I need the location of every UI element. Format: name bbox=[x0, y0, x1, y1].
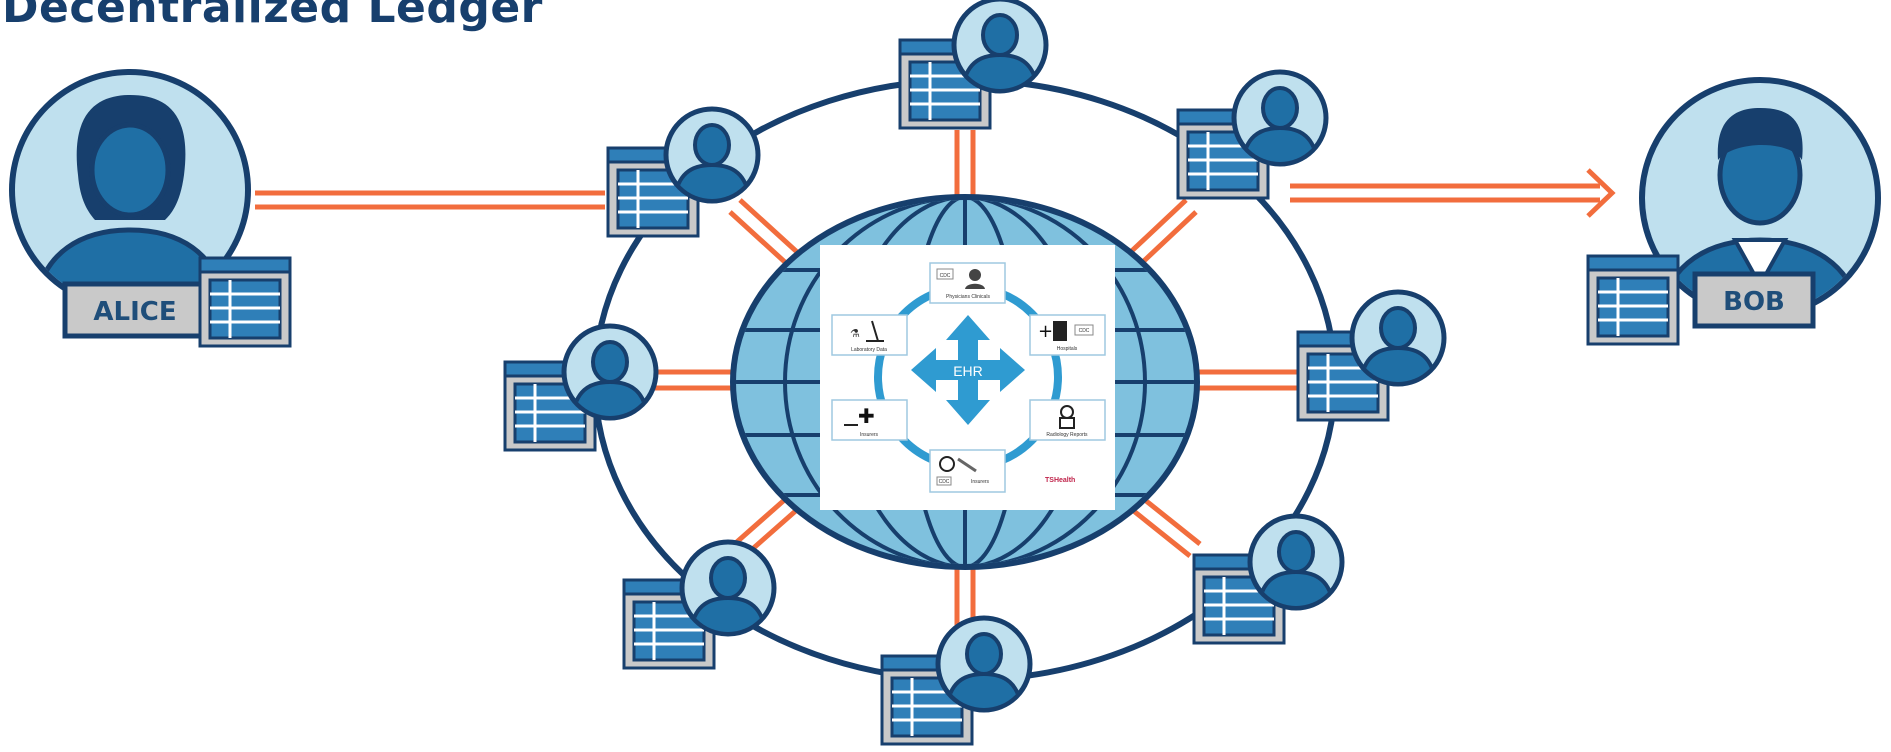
alice-label: ALICE bbox=[93, 297, 176, 327]
ledger-node-top-right bbox=[1176, 72, 1326, 200]
ehr-node-laboratory: ⚗ Laboratory Data bbox=[831, 314, 908, 356]
ehr-arrows-icon bbox=[911, 315, 1025, 425]
ehr-node-physicians: CDC Physicians Clinicals bbox=[929, 262, 1006, 304]
ehr-node-radiology-label: Radiology Reports bbox=[1046, 432, 1088, 438]
ehr-node-hospitals-tag: CDC bbox=[1079, 328, 1090, 334]
ehr-node-hospitals-label: Hospitals bbox=[1057, 346, 1078, 352]
ledger-node-left bbox=[503, 326, 656, 452]
bob-arrow bbox=[1290, 168, 1616, 218]
ehr-node-insurers-tag: CDC bbox=[939, 479, 950, 485]
ledger-node-bottom bbox=[880, 618, 1030, 746]
ledger-node-right bbox=[1296, 292, 1444, 422]
ehr-node-hospitals: + CDC Hospitals bbox=[1029, 314, 1106, 356]
ehr-node-payers-label: Insurers bbox=[860, 432, 879, 438]
ehr-node-insurers-label: Insurers bbox=[971, 479, 990, 485]
diagram-title: Decentralized Ledger bbox=[2, 0, 543, 33]
ehr-center-label: EHR bbox=[953, 363, 983, 379]
ehr-brand-logo: TSHealth bbox=[1045, 477, 1075, 484]
ehr-node-insurers: CDC Insurers bbox=[929, 449, 1006, 493]
ehr-node-physicians-tag: CDC bbox=[940, 273, 951, 279]
bob-user: BOB bbox=[1586, 77, 1881, 346]
ehr-panel: EHR CDC Physicians Clinicals + CDC Hospi… bbox=[820, 245, 1115, 510]
svg-text:⚗: ⚗ bbox=[850, 327, 860, 340]
ledger-node-top bbox=[898, 0, 1046, 130]
ehr-node-physicians-label: Physicians Clinicals bbox=[946, 294, 990, 300]
ehr-node-laboratory-label: Laboratory Data bbox=[851, 347, 887, 353]
svg-text:✚: ✚ bbox=[858, 404, 875, 428]
ehr-node-payers: ✚ Insurers bbox=[831, 399, 908, 441]
ledger-node-bottom-right bbox=[1192, 516, 1342, 645]
ledger-node-bottom-left bbox=[622, 542, 774, 670]
bob-label: BOB bbox=[1723, 287, 1785, 317]
alice-connection bbox=[255, 190, 605, 210]
ehr-node-radiology: Radiology Reports bbox=[1029, 399, 1106, 441]
alice-user: ALICE bbox=[9, 69, 292, 348]
svg-text:+: + bbox=[1038, 321, 1053, 342]
